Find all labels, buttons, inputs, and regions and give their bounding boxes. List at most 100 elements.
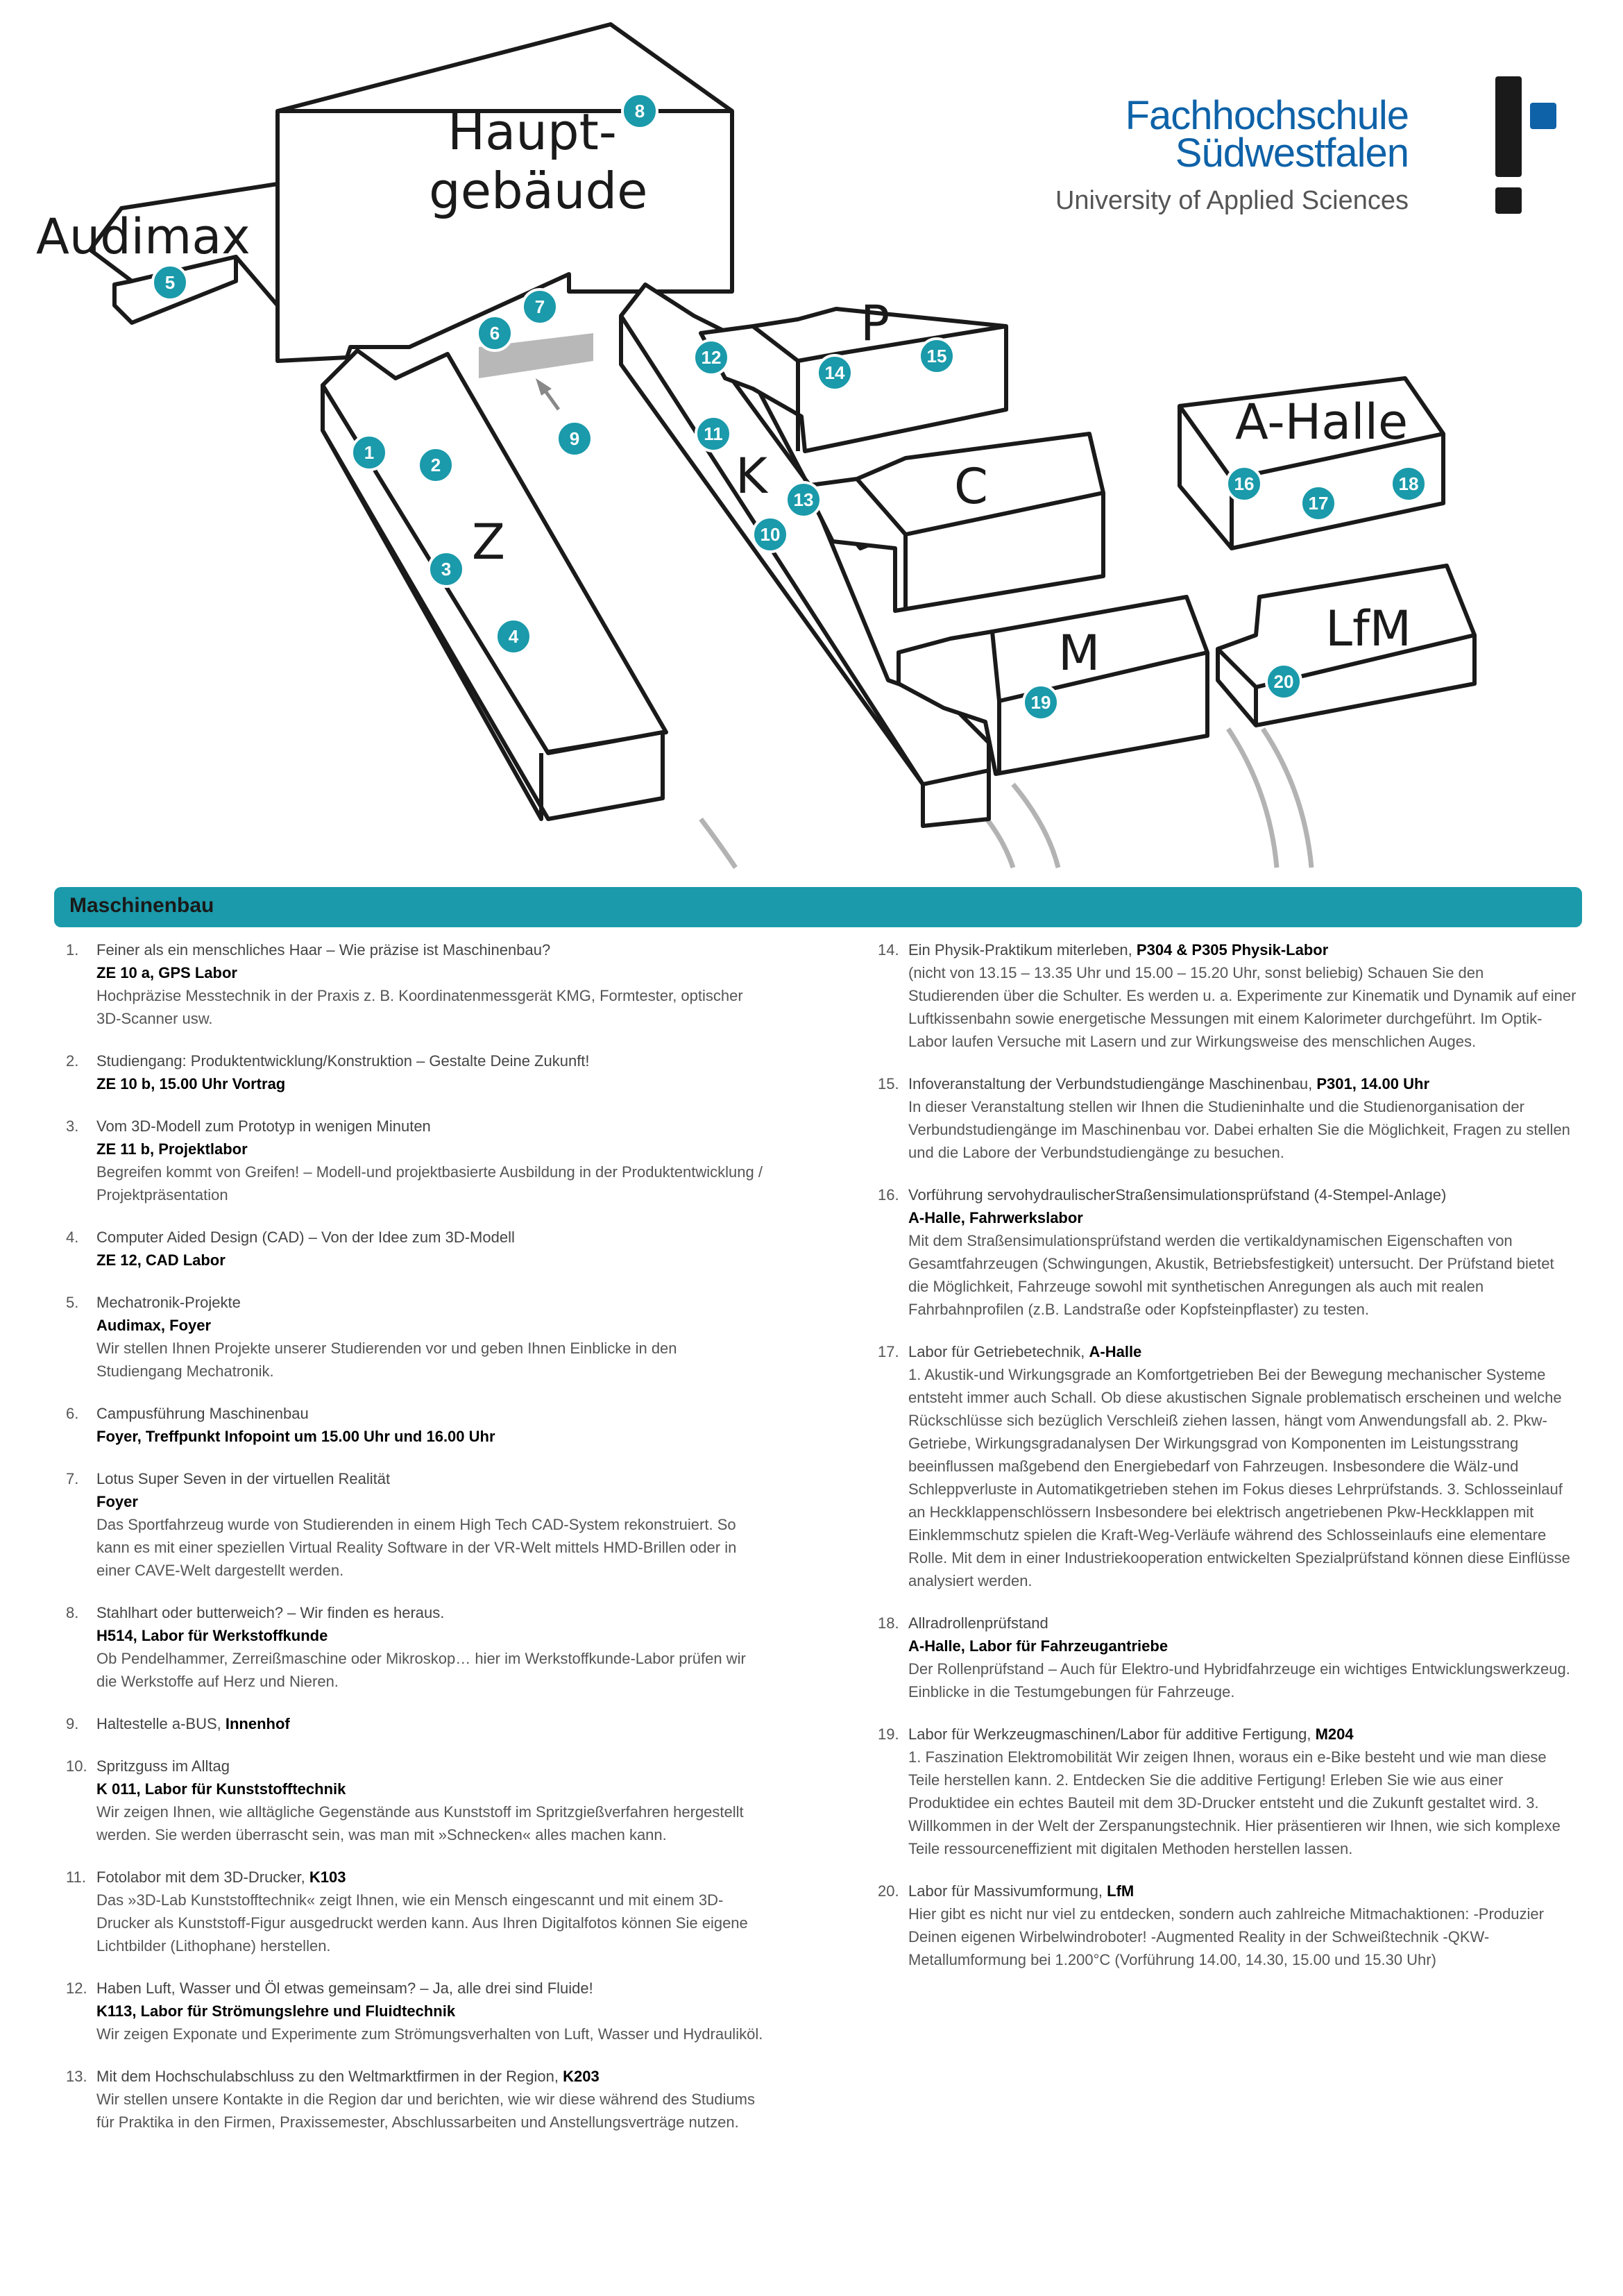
entry-description: Wir zeigen Exponate und Experimente zum … (96, 2025, 763, 2043)
entries-column-right: 14.Ein Physik-Praktikum miterleben, P304… (878, 938, 1579, 1991)
entry-description: Hier gibt es nicht nur viel zu entdecken… (908, 1905, 1544, 1968)
svg-text:8: 8 (635, 101, 645, 121)
svg-text:13: 13 (794, 489, 814, 510)
marker-19[interactable]: 19 (1022, 684, 1060, 721)
entry-title: Mit dem Hochschulabschluss zu den Weltma… (96, 2068, 559, 2085)
entry-location: Innenhof (225, 1715, 290, 1732)
entry-location: A-Halle, Labor für Fahrzeugantriebe (908, 1637, 1169, 1655)
entry-location: ZE 10 b, 15.00 Uhr Vortrag (96, 1075, 286, 1092)
list-item: 19.Labor für Werkzeugmaschinen/Labor für… (878, 1723, 1579, 1860)
entry-location: P304 & P305 Physik-Labor (1136, 941, 1329, 959)
section-header: Maschinenbau (54, 887, 1582, 927)
entry-number: 7. (66, 1470, 79, 1487)
list-item: 12. Haben Luft, Wasser und Öl etwas gemei… (66, 1977, 767, 2045)
entry-number: 1. (66, 941, 79, 959)
marker-8[interactable]: 8 (621, 92, 658, 130)
entry-number: 9. (66, 1715, 79, 1732)
svg-text:7: 7 (535, 296, 545, 317)
entry-number: 16. (878, 1186, 899, 1204)
entry-title: Feiner als ein menschliches Haar – Wie p… (96, 941, 551, 959)
entry-location: LfM (1107, 1882, 1135, 1900)
marker-9[interactable]: 9 (556, 420, 593, 457)
entry-number: 17. (878, 1343, 899, 1360)
entry-description: Der Rollenprüfstand – Auch für Elektro-u… (908, 1660, 1570, 1700)
list-item: 1. Feiner als ein menschliches Haar – Wie… (66, 938, 767, 1030)
entry-location: A-Halle (1089, 1343, 1142, 1360)
campus-map: Haupt- gebäude Audimax Z K P C M A-Halle… (36, 22, 1477, 869)
svg-text:9: 9 (570, 428, 579, 449)
entry-location: ZE 10 a, GPS Labor (96, 964, 237, 981)
entry-number: 5. (66, 1294, 79, 1311)
svg-text:12: 12 (702, 347, 722, 368)
entry-title: Computer Aided Design (CAD) – Von der Id… (96, 1229, 515, 1246)
svg-text:15: 15 (927, 346, 947, 366)
entry-title: Lotus Super Seven in der virtuellen Real… (96, 1470, 391, 1487)
entry-location: ZE 12, CAD Labor (96, 1251, 226, 1269)
entry-title: Labor für Werkzeugmaschinen/Labor für ad… (908, 1725, 1311, 1743)
svg-text:19: 19 (1031, 692, 1051, 713)
marker-6[interactable]: 6 (476, 314, 513, 352)
list-item: 8.Stahlhart oder butterweich? – Wir find… (66, 1601, 767, 1693)
marker-5[interactable]: 5 (151, 264, 189, 301)
label-hauptgebaeude-1: Haupt- (448, 103, 617, 161)
marker-16[interactable]: 16 (1225, 465, 1263, 503)
entry-number: 18. (878, 1614, 899, 1632)
entry-location: ZE 11 b, Projektlabor (96, 1140, 248, 1158)
entry-location: Foyer (96, 1493, 138, 1510)
marker-18[interactable]: 18 (1390, 465, 1427, 503)
building-z (321, 348, 668, 821)
list-item: 4. Computer Aided Design (CAD) – Von der … (66, 1226, 767, 1272)
entry-number: 13. (66, 2068, 87, 2085)
entry-title: Labor für Getriebetechnik, (908, 1343, 1085, 1360)
marker-13[interactable]: 13 (785, 481, 822, 518)
entry-number: 12. (66, 1980, 87, 1997)
marker-2[interactable]: 2 (417, 446, 454, 484)
marker-14[interactable]: 14 (816, 354, 853, 391)
arrow-icon (536, 378, 561, 411)
label-hauptgebaeude-2: gebäude (429, 162, 647, 220)
entry-number: 6. (66, 1405, 79, 1422)
marker-7[interactable]: 7 (521, 288, 559, 326)
svg-text:4: 4 (509, 626, 519, 647)
entries-column-left: 1. Feiner als ein menschliches Haar – Wie… (66, 938, 767, 2153)
logo-exclamation-bar (1495, 76, 1522, 177)
entry-description: Wir stellen unsere Kontakte in die Regio… (96, 2091, 755, 2131)
marker-17[interactable]: 17 (1300, 484, 1337, 522)
entry-description: (nicht von 13.15 – 13.35 Uhr und 15.00 –… (908, 964, 1577, 1050)
entry-number: 4. (66, 1229, 79, 1246)
logo-line1: Fachhochschule (1125, 93, 1409, 138)
entry-location: H514, Labor für Werkstoffkunde (96, 1627, 328, 1644)
road-arc-4 (1226, 727, 1280, 868)
svg-text:20: 20 (1274, 671, 1294, 692)
building-m (897, 595, 1209, 776)
marker-4[interactable]: 4 (495, 618, 532, 655)
road-arc-3 (1011, 782, 1061, 868)
svg-text:18: 18 (1399, 473, 1419, 494)
entry-description: Wir zeigen Ihnen, wie alltägliche Gegens… (96, 1803, 744, 1843)
marker-11[interactable]: 11 (695, 415, 732, 453)
marker-15[interactable]: 15 (918, 337, 955, 375)
svg-text:6: 6 (490, 323, 500, 344)
marker-10[interactable]: 10 (751, 516, 789, 553)
marker-20[interactable]: 20 (1265, 663, 1302, 700)
label-p: P (860, 295, 890, 352)
marker-1[interactable]: 1 (350, 434, 388, 471)
list-item: 2.Studiengang: Produktentwicklung/Konstr… (66, 1049, 767, 1095)
marker-12[interactable]: 12 (692, 339, 730, 376)
entry-location: A-Halle, Fahrwerkslabor (908, 1209, 1083, 1226)
entry-title: Haben Luft, Wasser und Öl etwas gemeinsa… (96, 1980, 593, 1997)
entry-title: Vorführung servohydraulischerStraßensimu… (908, 1186, 1447, 1204)
list-item: 9.Haltestelle a-BUS, Innenhof (66, 1712, 767, 1735)
entry-title: Allradrollenprüfstand (908, 1614, 1048, 1632)
entry-title: Campusführung Maschinenbau (96, 1405, 309, 1422)
svg-text:10: 10 (760, 524, 781, 545)
entry-number: 15. (878, 1075, 899, 1092)
logo-exclamation-dot (1495, 187, 1522, 214)
marker-3[interactable]: 3 (427, 550, 465, 588)
entry-description: 1. Faszination Elektromobilität Wir zeig… (908, 1748, 1561, 1857)
